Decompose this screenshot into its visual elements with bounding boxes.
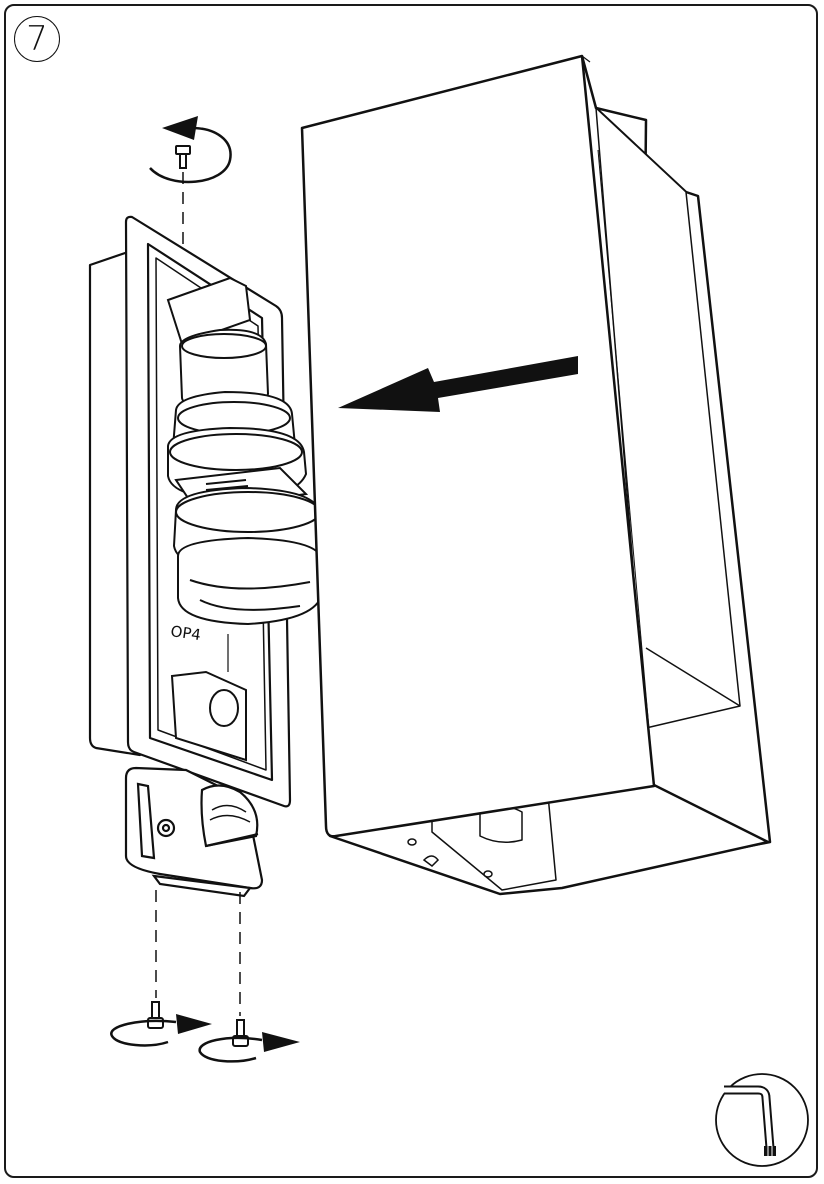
instruction-sheet-frame <box>4 4 818 1178</box>
module-label: OP4 <box>169 622 202 644</box>
motion-sensor-housing <box>124 766 264 898</box>
cover-screw-holes <box>407 838 493 878</box>
bottom-right-screw <box>232 1019 249 1047</box>
lamp-socket <box>166 276 309 512</box>
rotate-cw-arrow-icon <box>198 1032 300 1063</box>
slide-left-arrow-icon <box>338 356 578 412</box>
plate-lower-bracket <box>170 634 247 762</box>
allen-key-icon <box>715 1073 809 1167</box>
rotate-cw-arrow-icon <box>110 1014 212 1047</box>
bottom-left-screw <box>147 1001 164 1029</box>
sensor-lens-icon <box>209 804 251 823</box>
spiral-bulb <box>172 486 324 626</box>
rotate-ccw-arrow-icon <box>149 116 232 184</box>
top-screw <box>175 145 191 169</box>
lamp-cover-box <box>300 54 772 896</box>
step-number-badge: 7 <box>14 16 60 62</box>
